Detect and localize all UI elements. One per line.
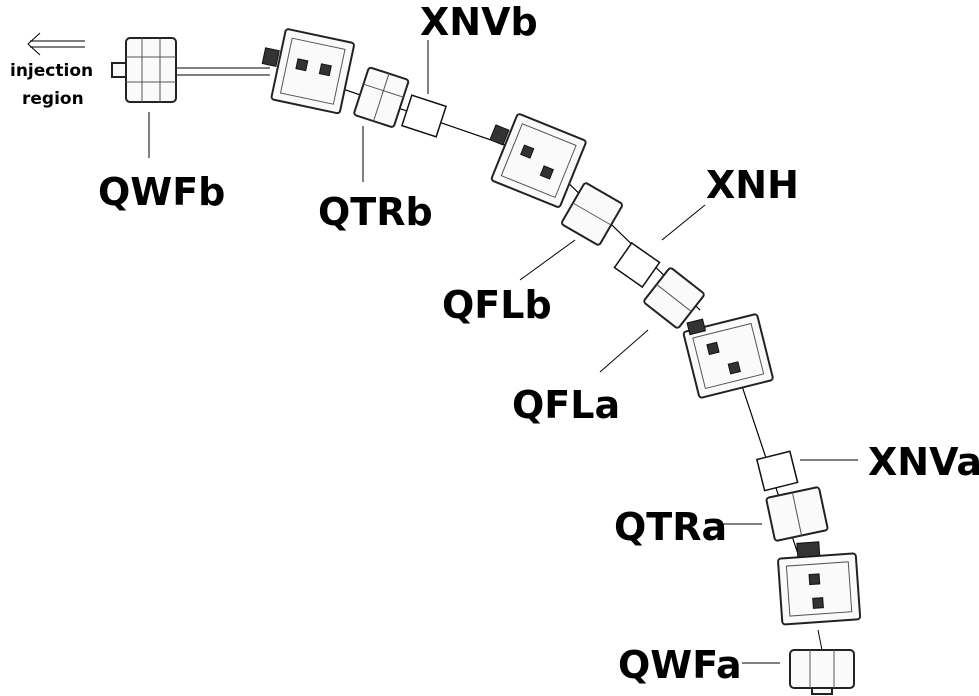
injection-arrow [27,32,85,56]
qfla-label: QFLa [512,383,620,427]
qflb-label: QFLb [442,283,552,327]
leader-lines [148,40,858,664]
qwfa-magnet [789,649,855,695]
qtrb-magnet [353,66,410,128]
qwfb-magnet [111,37,177,103]
qwfa-label: QWFa [618,643,742,687]
xnh-label: XNH [706,163,799,207]
xnva-label: XNVa [868,440,979,484]
qwfb-label: QWFb [98,170,225,214]
dipole-magnet-2 [489,113,587,208]
qtra-label: QTRa [614,505,727,549]
dipole-magnet-1 [261,28,355,115]
xnh-element [613,241,661,289]
injection-label: injection [10,61,93,81]
qtrb-label: QTRb [318,190,433,234]
dipole-magnet-4 [777,541,862,626]
xnvb-element [400,94,448,138]
xnvb-label: XNVb [420,0,538,44]
qtra-magnet [765,486,829,542]
qflb-magnet [561,182,623,246]
region-label: region [22,89,84,109]
dipole-magnet-3 [682,313,774,399]
qfla-magnet [643,267,705,329]
xnva-element [755,450,799,492]
